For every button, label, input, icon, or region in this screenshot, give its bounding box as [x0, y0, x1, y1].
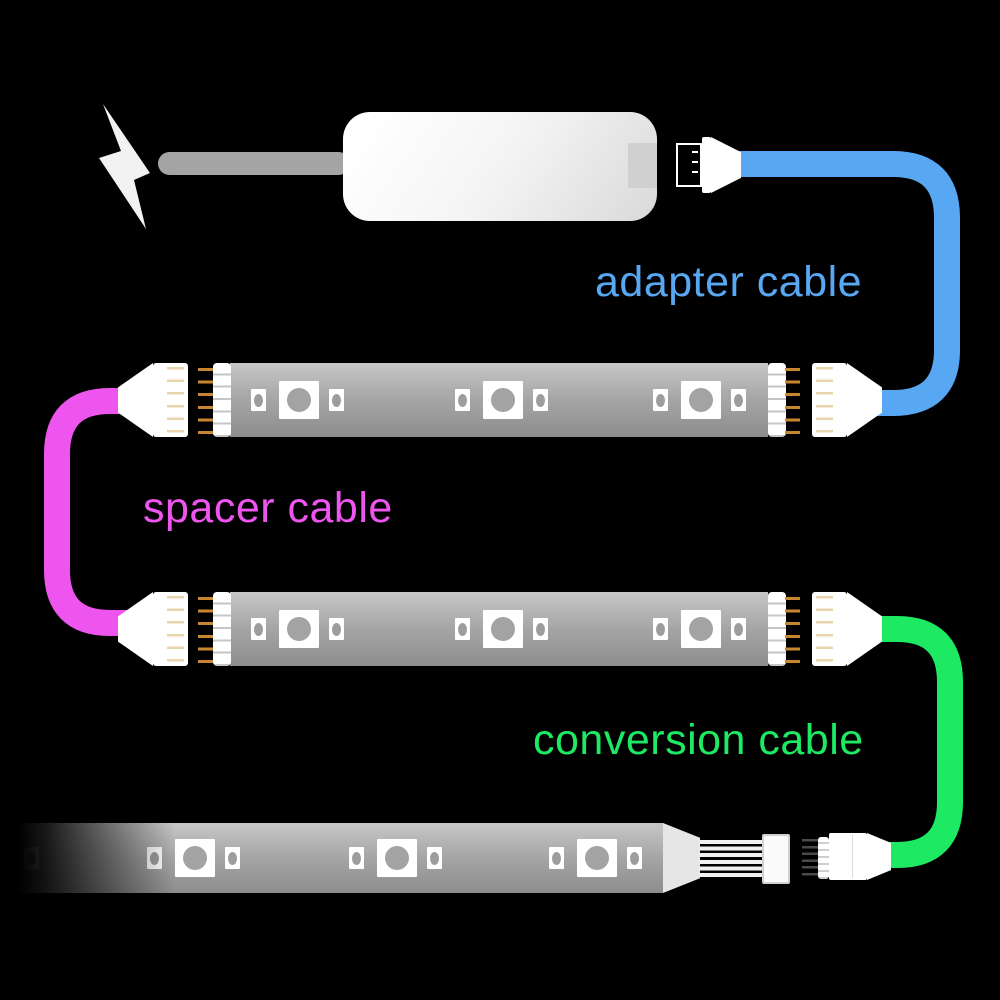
led-dot	[332, 622, 341, 636]
led-chip	[455, 618, 470, 640]
led-dot	[254, 622, 263, 636]
plug-contacts	[167, 367, 184, 433]
pin-header-pins	[198, 368, 213, 434]
led-chip-large	[175, 839, 215, 877]
led-chip	[549, 847, 564, 869]
led-dot	[287, 388, 311, 412]
led-dot	[491, 388, 515, 412]
led-dot	[536, 393, 545, 407]
adapter-plug-socket	[676, 143, 702, 187]
strip-fade-overlay	[0, 818, 180, 900]
led-strip-1	[230, 363, 768, 437]
led-dot	[430, 851, 439, 865]
ribbon-plug-housing	[762, 834, 790, 884]
led-chip	[349, 847, 364, 869]
spacer-cable-label: spacer cable	[143, 484, 393, 532]
led-dot	[458, 393, 467, 407]
conversion-cable	[868, 616, 963, 868]
led-chip-large	[279, 381, 319, 419]
led-dot	[656, 622, 665, 636]
led-chip	[251, 618, 266, 640]
led-chip-large	[377, 839, 417, 877]
pin-header-pins	[198, 597, 213, 663]
plug-divider	[852, 835, 853, 878]
power-adapter	[343, 112, 657, 221]
lightning-bolt-icon	[99, 104, 150, 229]
plug-contacts	[816, 367, 833, 433]
connector-pins-dark	[802, 839, 820, 876]
led-dot	[458, 622, 467, 636]
led-chip-large	[279, 610, 319, 648]
led-dot	[183, 846, 207, 870]
led-chip-large	[483, 381, 523, 419]
strip-end-connector	[768, 363, 786, 437]
led-dot	[287, 617, 311, 641]
led-dot	[385, 846, 409, 870]
adapter-cable	[735, 151, 960, 416]
led-dot	[254, 393, 263, 407]
spacer-cable-plug	[153, 363, 188, 437]
led-chip	[329, 389, 344, 411]
led-module-group	[641, 592, 761, 666]
led-dot	[656, 393, 665, 407]
adapter-cable-plug	[812, 363, 847, 437]
strip-end-connector	[818, 837, 829, 879]
led-module-group	[641, 363, 761, 437]
led-dot	[689, 617, 713, 641]
led-chip	[225, 847, 240, 869]
strip-end-connector	[213, 363, 231, 437]
led-chip	[251, 389, 266, 411]
led-chip	[731, 389, 746, 411]
led-chip	[653, 618, 668, 640]
adapter-plug-body	[702, 137, 711, 193]
led-chip	[731, 618, 746, 640]
led-dot	[332, 393, 341, 407]
plug-contacts	[167, 596, 184, 662]
led-dot	[734, 622, 743, 636]
led-chip	[427, 847, 442, 869]
plug-contacts	[816, 596, 833, 662]
led-chip	[653, 389, 668, 411]
led-strip-2	[230, 592, 768, 666]
led-chip-large	[483, 610, 523, 648]
led-chip-large	[681, 610, 721, 648]
led-module-group	[537, 823, 657, 893]
ribbon-wires	[699, 840, 763, 877]
conversion-cable-plug	[812, 592, 847, 666]
conversion-cable-plug	[829, 833, 867, 880]
led-chip	[627, 847, 642, 869]
strip-end-connector	[213, 592, 231, 666]
led-chip	[533, 389, 548, 411]
led-dot	[352, 851, 361, 865]
pin-header-pins	[785, 368, 800, 434]
led-dot	[536, 622, 545, 636]
pin-header-pins	[785, 597, 800, 663]
conversion-cable-label: conversion cable	[533, 716, 864, 764]
adapter-output-port	[628, 143, 657, 188]
led-dot	[552, 851, 561, 865]
led-module-group	[239, 592, 359, 666]
led-dot	[228, 851, 237, 865]
led-module-group	[337, 823, 457, 893]
led-dot	[689, 388, 713, 412]
adapter-cable-label: adapter cable	[595, 258, 863, 306]
led-dot	[630, 851, 639, 865]
led-dot	[734, 393, 743, 407]
led-chip	[533, 618, 548, 640]
led-chip-large	[577, 839, 617, 877]
plug-pin-slots	[692, 151, 698, 181]
spacer-cable	[44, 388, 140, 636]
led-module-group	[239, 363, 359, 437]
strip-end-connector	[768, 592, 786, 666]
led-module-group	[443, 363, 563, 437]
led-chip	[455, 389, 470, 411]
led-dot	[585, 846, 609, 870]
spacer-cable-plug	[153, 592, 188, 666]
led-chip-large	[681, 381, 721, 419]
led-chip	[329, 618, 344, 640]
led-dot	[491, 617, 515, 641]
power-cord	[158, 152, 350, 175]
led-module-group	[443, 592, 563, 666]
